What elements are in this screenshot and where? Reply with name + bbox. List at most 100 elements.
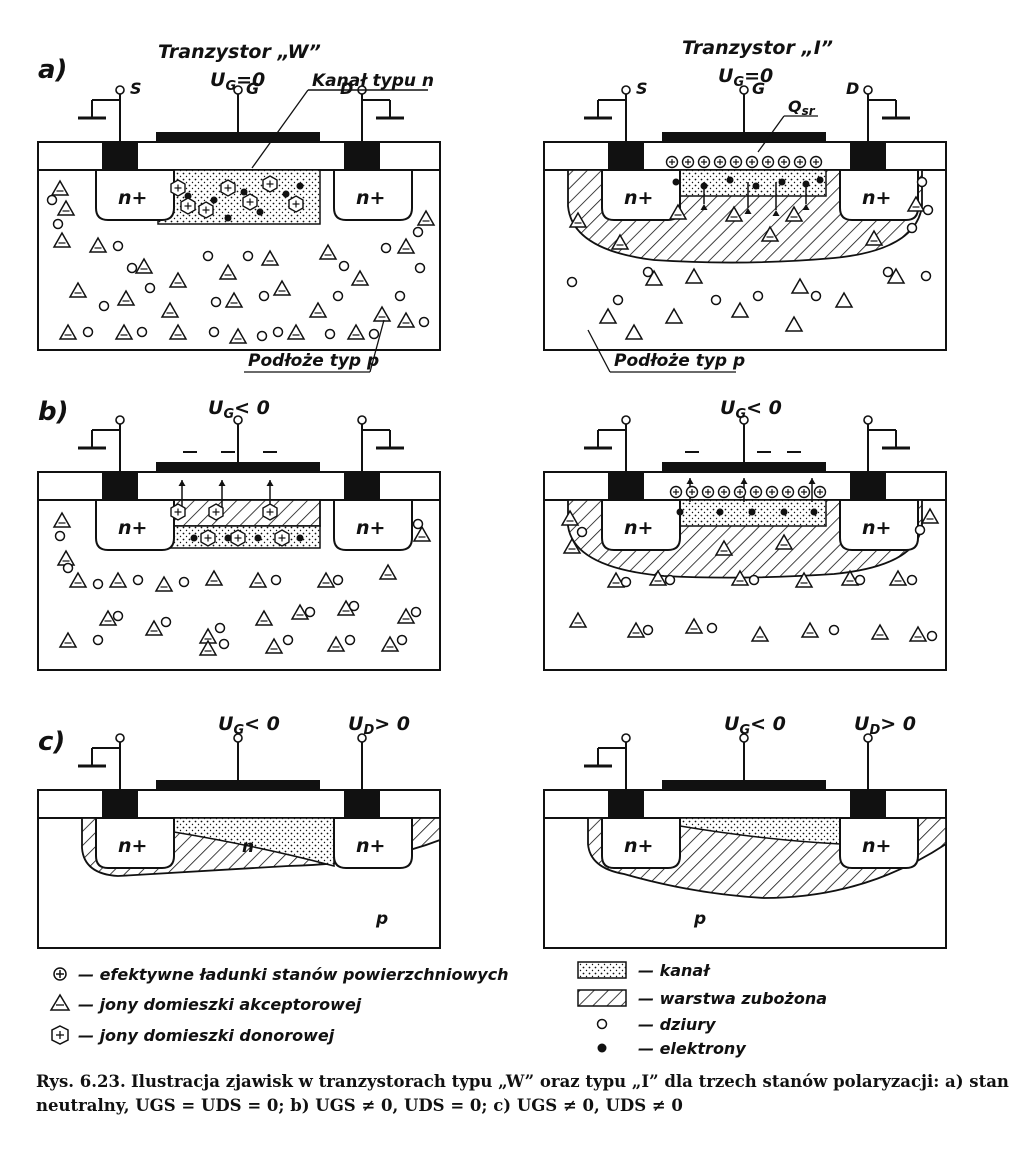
- hole: [208, 326, 220, 338]
- hole: [304, 606, 316, 618]
- acceptor-ion: [346, 323, 366, 340]
- acceptor-ion: [794, 571, 814, 588]
- acceptor-ion: [648, 569, 668, 586]
- legend-donor: — jony domieszki donorowej: [78, 1026, 335, 1045]
- gate-terminal: [233, 85, 243, 95]
- acceptor-ion: [272, 279, 292, 296]
- hole: [394, 290, 406, 302]
- hole: [344, 634, 356, 646]
- legend-channel: — kanał: [638, 961, 711, 980]
- hole: [272, 326, 284, 338]
- electron: [282, 190, 290, 198]
- hole: [926, 630, 938, 642]
- field-arrow-head: [178, 480, 186, 486]
- hole: [202, 250, 214, 262]
- legend-acceptor: — jony domieszki akceptorowej: [78, 995, 362, 1014]
- hole: [612, 294, 624, 306]
- hole: [368, 328, 380, 340]
- source-contact: [102, 142, 138, 170]
- legend-surface-charge: — efektywne ładunki stanów powierzchniow…: [78, 965, 509, 984]
- gate-plate: [156, 780, 320, 791]
- panel-a-letter: a): [38, 55, 67, 85]
- acceptor-ion: [396, 237, 416, 254]
- electron: [816, 176, 824, 184]
- acceptor-ion: [154, 575, 174, 592]
- electron: [748, 508, 756, 516]
- podloze-label-i: Podłoże typ p: [614, 351, 745, 371]
- hole: [576, 526, 588, 538]
- podloze-label-w: Podłoże typ p: [248, 351, 379, 371]
- podloze-leader-w: [369, 319, 385, 373]
- acceptor-ion: [412, 525, 432, 542]
- hole: [92, 634, 104, 646]
- acceptor-ion: [378, 563, 398, 580]
- electron: [256, 208, 264, 216]
- acceptor-ion: [626, 621, 646, 638]
- n-plus-source: [95, 817, 175, 869]
- qsr-leader: [757, 115, 785, 153]
- electron: [778, 178, 786, 186]
- source-label: S: [636, 79, 648, 98]
- hole: [160, 616, 172, 628]
- hole: [380, 242, 392, 254]
- acceptor-ion: [864, 229, 884, 246]
- hole: [258, 290, 270, 302]
- acceptor-ion: [98, 609, 118, 626]
- hole: [270, 574, 282, 586]
- legend-hole-icon: [596, 1018, 608, 1030]
- electron: [190, 534, 198, 542]
- legend-depletion: — warstwa zubożona: [638, 989, 827, 1008]
- acceptor-ion: [568, 611, 588, 628]
- hole: [906, 574, 918, 586]
- drain-label: D: [340, 79, 353, 98]
- hole: [82, 326, 94, 338]
- hole: [242, 250, 254, 262]
- caption-number: Rys. 6.23.: [36, 1072, 126, 1091]
- source-terminal: [621, 733, 631, 743]
- acceptor-ion: [684, 617, 704, 634]
- acceptor-ion: [264, 637, 284, 654]
- source-terminal: [621, 85, 631, 95]
- acceptor-ion: [562, 537, 582, 554]
- title-i: Tranzystor „I”: [682, 37, 833, 59]
- hole: [324, 328, 336, 340]
- hole: [412, 226, 424, 238]
- ug-label-c-right: UG< 0: [724, 713, 786, 738]
- kanal-typu-n-label: Kanał typu n: [312, 71, 434, 91]
- drain-contact: [850, 790, 886, 818]
- n-plus-drain-label: n+: [862, 835, 891, 857]
- channel-n-label: n: [242, 837, 254, 857]
- n-plus-source-label: n+: [624, 517, 653, 539]
- hole: [418, 316, 430, 328]
- acceptor-ion: [760, 225, 780, 242]
- legend-channel-icon: [577, 961, 627, 979]
- acceptor-ion: [88, 236, 108, 253]
- title-w: Tranzystor „W”: [158, 41, 321, 63]
- hole: [410, 606, 422, 618]
- field-arrow-head: [686, 478, 694, 484]
- acceptor-ion: [316, 571, 336, 588]
- drain-label: D: [846, 79, 859, 98]
- gate-plate: [156, 132, 320, 143]
- acceptor-ion: [50, 179, 70, 196]
- electron: [752, 182, 760, 190]
- acceptor-ion: [606, 571, 626, 588]
- n-plus-source-label: n+: [118, 835, 147, 857]
- acceptor-ion: [308, 301, 328, 318]
- source-terminal: [115, 733, 125, 743]
- acceptor-ion: [664, 307, 684, 324]
- hole: [62, 562, 74, 574]
- source-label: S: [130, 79, 142, 98]
- electron: [224, 534, 232, 542]
- hole: [642, 266, 654, 278]
- source-contact: [102, 790, 138, 818]
- hole: [916, 176, 928, 188]
- hole: [282, 634, 294, 646]
- acceptor-ion: [372, 305, 392, 322]
- acceptor-ion: [840, 569, 860, 586]
- hole: [112, 240, 124, 252]
- source-terminal: [621, 415, 631, 425]
- hole: [332, 290, 344, 302]
